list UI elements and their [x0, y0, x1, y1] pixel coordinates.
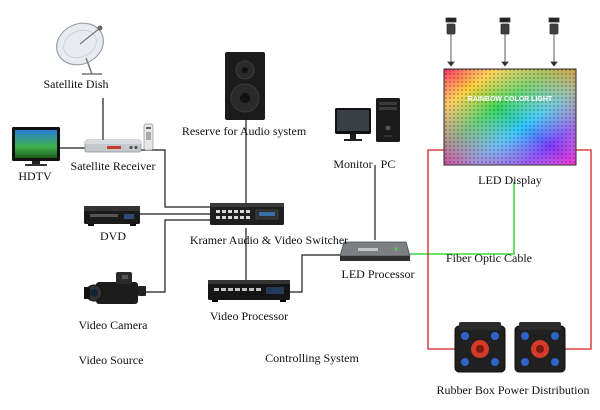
label-led-processor: LED Processor — [342, 267, 415, 281]
tv-icon — [12, 127, 60, 166]
chain-hoist-icon — [445, 17, 457, 67]
pc-tower-icon — [376, 98, 400, 142]
switcher-icon — [210, 203, 284, 225]
chain-hoist-icons — [445, 17, 560, 67]
fiber-optic-line — [410, 182, 515, 255]
label-fiber-cable: Fiber Optic Cable — [446, 251, 532, 265]
led-panel-icon: RAINBOW COLOR LIGHT — [443, 68, 577, 166]
satellite-dish-icon — [56, 22, 104, 75]
label-video-processor: Video Processor — [210, 309, 288, 323]
label-video-source: Video Source — [79, 353, 144, 367]
dvd-player-icon — [84, 206, 140, 226]
signal-connections — [60, 98, 376, 293]
label-video-camera: Video Camera — [79, 318, 149, 332]
processor-icon — [208, 280, 290, 302]
line-receiver-switcher — [140, 149, 210, 208]
label-monitor: Monitor — [333, 157, 372, 171]
label-switcher: Kramer Audio & Video Switcher — [190, 233, 348, 247]
label-satellite-dish: Satellite Dish — [44, 77, 109, 91]
power-box-icon — [454, 322, 506, 373]
led-display-text: RAINBOW COLOR LIGHT — [468, 96, 553, 103]
power-line-right — [563, 149, 592, 350]
label-satellite-receiver: Satellite Receiver — [71, 159, 156, 173]
label-hdtv: HDTV — [18, 169, 52, 183]
led-processor-icon — [339, 241, 411, 261]
label-speaker: Reserve for Audio system — [182, 124, 307, 138]
monitor-icon — [335, 108, 371, 141]
chain-hoist-icon — [499, 17, 511, 67]
line-camera-switcher — [138, 219, 210, 293]
chain-hoist-icon — [548, 17, 560, 67]
receiver-icon — [84, 139, 142, 153]
speaker-icon — [225, 52, 265, 120]
device-labels: Satellite Dish HDTV Satellite Receiver D… — [18, 77, 589, 397]
label-pc: PC — [381, 157, 396, 171]
label-led-display: LED Display — [478, 173, 542, 187]
power-connections — [427, 149, 592, 350]
power-box-icon — [514, 322, 566, 373]
label-dvd: DVD — [100, 229, 126, 243]
video-camera-icon — [84, 272, 146, 304]
line-processor-ledproc — [290, 254, 340, 293]
label-controlling-system: Controlling System — [265, 351, 359, 365]
label-power-distribution: Rubber Box Power Distribution — [437, 383, 590, 397]
remote-icon — [143, 123, 154, 151]
power-line-left — [427, 149, 455, 350]
